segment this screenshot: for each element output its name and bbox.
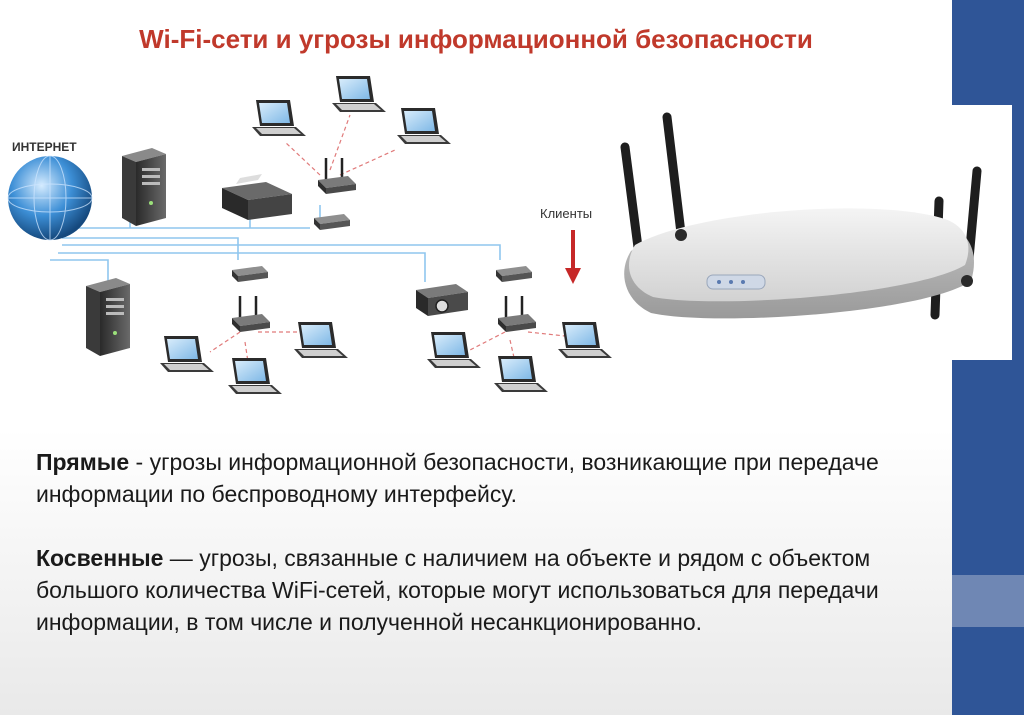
- printer-icon: [222, 174, 292, 220]
- laptop-icon: [397, 108, 451, 144]
- internet-label: ИНТЕРНЕТ: [12, 140, 77, 154]
- laptop-icon: [294, 322, 348, 358]
- clients-label: Клиенты: [540, 206, 592, 221]
- indirect-threats-term: Косвенные: [36, 545, 164, 571]
- slide-background: [0, 0, 952, 715]
- slide-title: Wi-Fi-сети и угрозы информационной безоп…: [139, 24, 813, 54]
- threat-definitions: Прямые - угрозы информационной безопасно…: [36, 446, 936, 638]
- indirect-threats-text: — угрозы, связанные с наличием на объект…: [36, 545, 879, 635]
- laptop-icon: [494, 356, 548, 392]
- access-point-icon: [496, 294, 538, 334]
- laptop-icon: [160, 336, 214, 372]
- direct-threats-paragraph: Прямые - угрозы информационной безопасно…: [36, 446, 936, 510]
- wireless-router-image: [620, 112, 982, 320]
- access-point-icon: [316, 156, 358, 196]
- arrow-down-icon: [565, 230, 581, 284]
- globe-icon: [7, 155, 93, 241]
- direct-threats-text: - угрозы информационной безопасности, во…: [36, 449, 879, 507]
- switch-icon: [232, 266, 268, 282]
- server-icon: [122, 148, 166, 226]
- laptop-icon: [228, 358, 282, 394]
- laptop-icon: [332, 76, 386, 112]
- laptop-icon: [427, 332, 481, 368]
- laptop-icon: [252, 100, 306, 136]
- server-icon: [86, 278, 130, 356]
- indirect-threats-paragraph: Косвенные — угрозы, связанные с наличием…: [36, 542, 936, 638]
- direct-threats-term: Прямые: [36, 449, 130, 475]
- access-point-icon: [230, 294, 272, 334]
- switch-icon: [496, 266, 532, 282]
- sidebar-accent-block: [952, 575, 1024, 627]
- network-diagram: ИНТЕРНЕТ Клиенты: [7, 76, 612, 394]
- projector-icon: [416, 284, 468, 316]
